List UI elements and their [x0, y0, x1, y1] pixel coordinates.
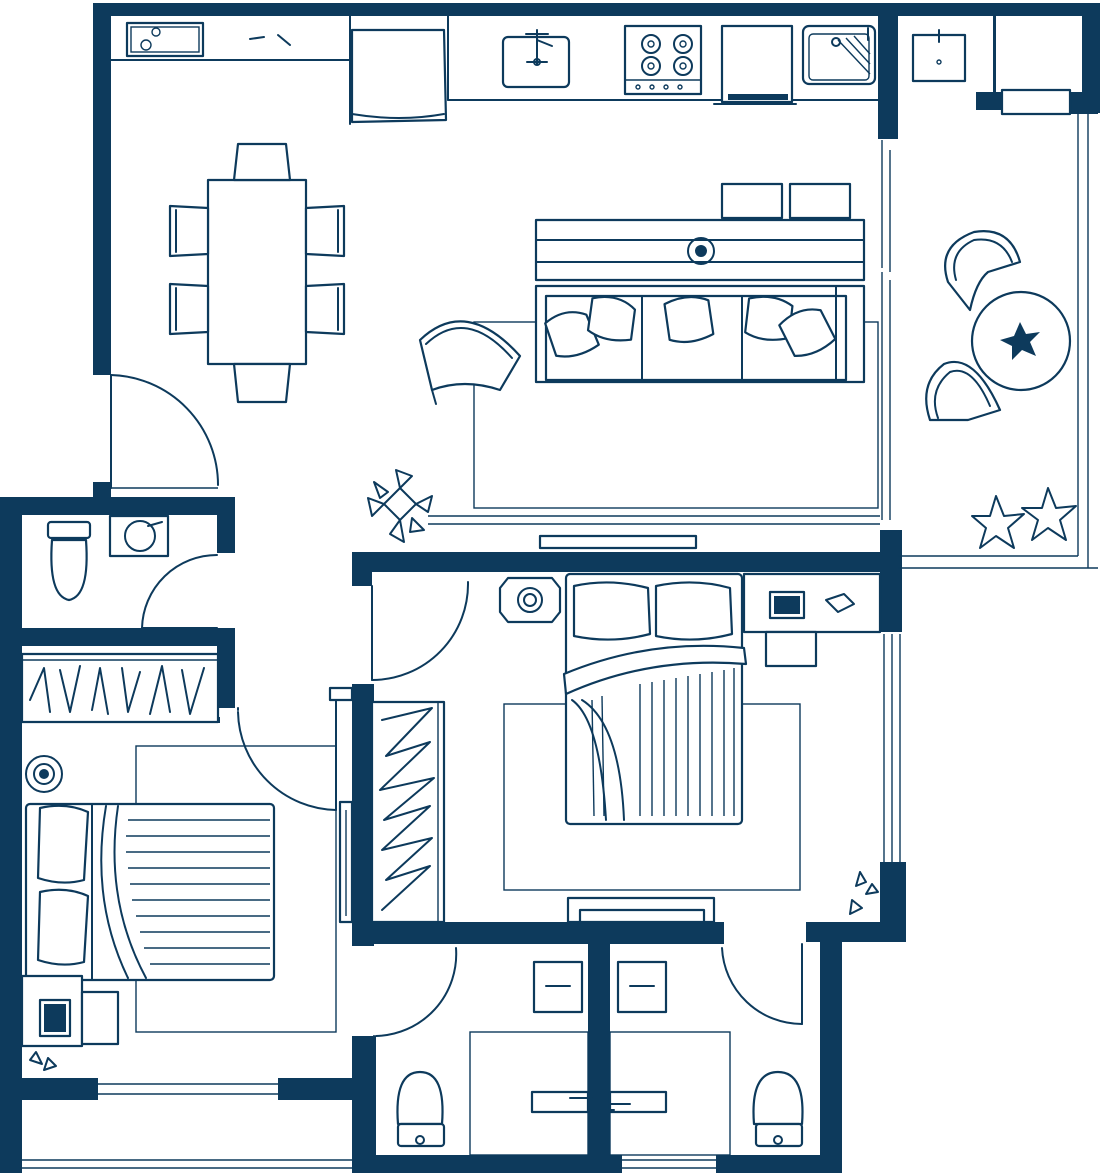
shower-icon [469, 1031, 731, 1156]
kitchen-sink-icon [501, 29, 571, 89]
potted-plant-icon [29, 1051, 57, 1071]
potted-plant-icon [367, 469, 880, 550]
dining-chair-icon [168, 142, 346, 404]
desk-icon [742, 572, 882, 668]
basin-icon [108, 514, 170, 558]
oven-icon [350, 28, 448, 124]
balcony-chair-icon [925, 230, 1022, 422]
pillow-icon [572, 581, 734, 641]
bed-stripes [126, 819, 270, 965]
potted-plant-icon [971, 487, 1077, 549]
cushion-icon [544, 295, 837, 358]
toilet-icon [46, 520, 92, 602]
laptop-icon [768, 590, 855, 620]
potted-plant-icon [849, 871, 879, 915]
walls [0, 3, 1100, 1173]
nightstand-icon [25, 755, 63, 793]
bed-stripes [591, 668, 735, 817]
double-bed-icon [24, 802, 276, 982]
pillow-icon [36, 804, 90, 966]
basin-icon [532, 960, 668, 1014]
wardrobe-icon [370, 700, 446, 924]
wardrobe-icon [20, 652, 220, 724]
balcony-sink-icon [911, 29, 967, 83]
tv-stand-icon [566, 896, 716, 924]
cooktop-icon [623, 24, 703, 96]
armchair-icon [418, 320, 522, 405]
dining-table-icon [206, 178, 308, 366]
laptop-icon [38, 998, 72, 1038]
toilet-icon [396, 1070, 804, 1148]
window-icon [22, 88, 1098, 1169]
dishwasher-icon [713, 24, 797, 105]
kitchen-counter-icon [110, 15, 879, 125]
tv-stand-icon [534, 182, 866, 282]
laundry-sink-icon [801, 24, 877, 86]
nightstand-icon [498, 576, 562, 624]
balcony-table-icon [970, 290, 1072, 392]
